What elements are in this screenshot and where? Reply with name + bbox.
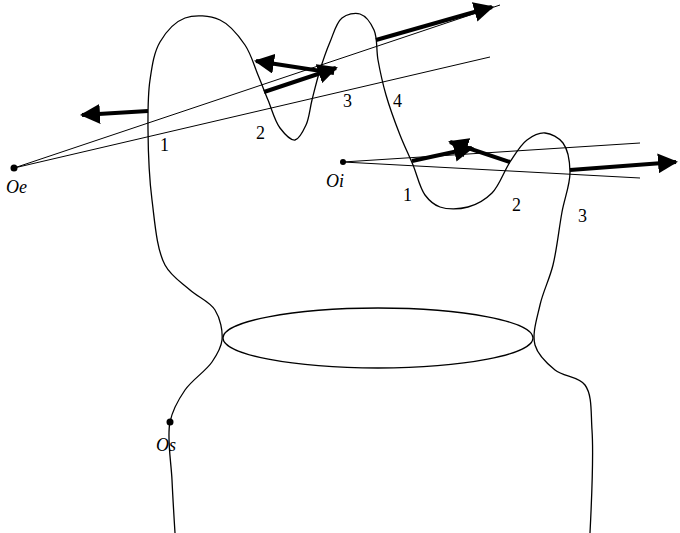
- point-label: Oe: [6, 178, 27, 196]
- vector-arrows: [82, 7, 676, 170]
- cross-section-ellipse: [223, 308, 533, 368]
- callout-number: 4: [393, 92, 402, 110]
- callout-number: 3: [578, 207, 587, 225]
- callout-number: 2: [512, 196, 521, 214]
- callout-number: 3: [343, 92, 352, 110]
- body-outline: [148, 13, 593, 533]
- callout-number: 1: [403, 186, 412, 204]
- callout-number: 1: [160, 136, 169, 154]
- origin-dots: [11, 159, 347, 426]
- point-label: Oi: [326, 172, 344, 190]
- callout-number: 2: [256, 124, 265, 142]
- point-label: Os: [156, 436, 176, 454]
- ray-lines: [14, 5, 640, 178]
